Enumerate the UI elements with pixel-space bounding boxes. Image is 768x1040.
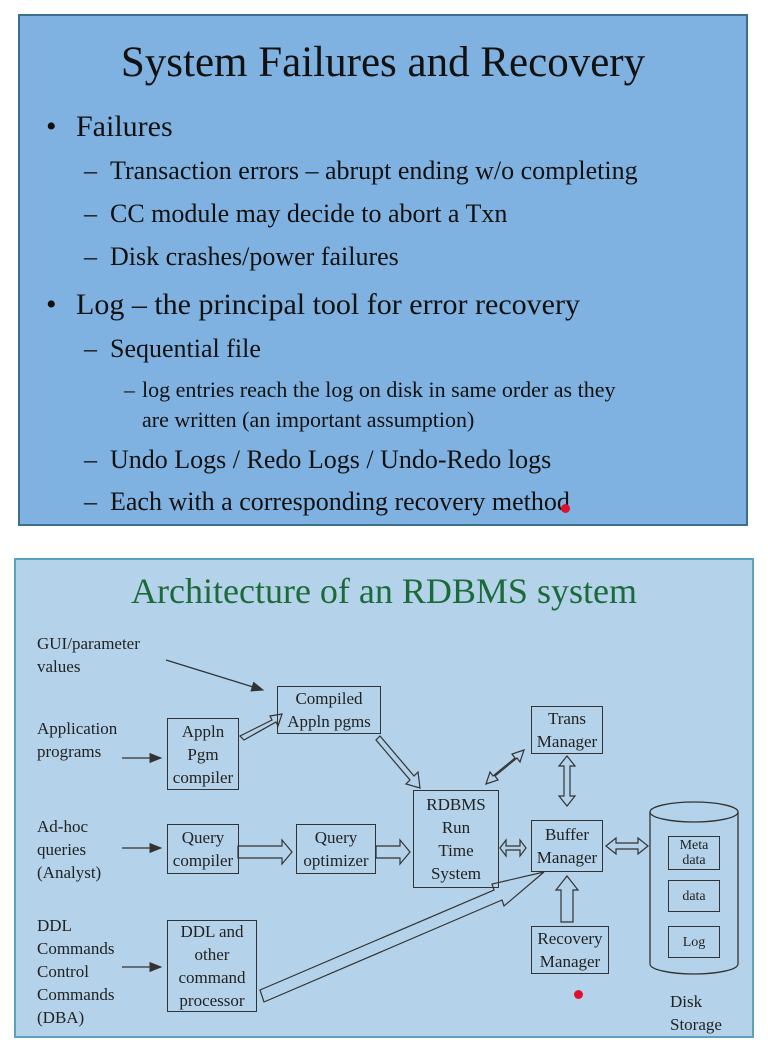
sub-sub-bullet-item: – log entries reach the log on disk in s… bbox=[124, 377, 615, 403]
dash-icon: – bbox=[84, 445, 97, 474]
bullet-text: Disk crashes/power failures bbox=[110, 242, 399, 271]
bullet-text: Each with a corresponding recovery metho… bbox=[110, 487, 570, 516]
hollow-arrow-recovery-to-buffer bbox=[554, 875, 580, 923]
disk-log: Log bbox=[668, 926, 720, 958]
sub-bullet-item: – CC module may decide to abort a Txn bbox=[84, 199, 507, 229]
dash-icon: – bbox=[84, 487, 97, 516]
dash-icon: – bbox=[124, 377, 135, 402]
bullet-text: log entries reach the log on disk in sam… bbox=[142, 377, 616, 402]
slide-title: Architecture of an RDBMS system bbox=[131, 571, 637, 611]
diagram-arrows bbox=[122, 659, 739, 1003]
bullet-text: Undo Logs / Redo Logs / Undo-Redo logs bbox=[110, 445, 552, 474]
bullet-text: Transaction errors – abrupt ending w/o c… bbox=[110, 156, 638, 185]
double-arrow-trans-buffer bbox=[557, 755, 577, 807]
laser-pointer-dot bbox=[561, 504, 570, 513]
bullet-icon: • bbox=[46, 288, 57, 321]
slide-title: System Failures and Recovery bbox=[120, 39, 646, 86]
disk-data: data bbox=[668, 880, 720, 912]
slide-system-failures: System Failures and Recovery • Failures … bbox=[18, 14, 748, 526]
sub-sub-bullet-continuation: are written (an important assumption) bbox=[142, 407, 474, 433]
sub-bullet-item: – Sequential file bbox=[84, 334, 261, 364]
bullet-text: are written (an important assumption) bbox=[142, 407, 475, 432]
bullet-text: Log – the principal tool for error recov… bbox=[76, 288, 580, 321]
bullet-item: • Failures bbox=[46, 110, 173, 144]
dash-icon: – bbox=[84, 242, 97, 271]
sub-bullet-item: – Transaction errors – abrupt ending w/o… bbox=[84, 156, 638, 186]
hollow-arrow-compiled-to-runtime bbox=[375, 735, 421, 789]
double-arrow-runtime-trans bbox=[485, 749, 525, 785]
dash-icon: – bbox=[84, 156, 97, 185]
double-arrow-buffer-disk bbox=[605, 836, 649, 856]
bullet-text: Failures bbox=[76, 110, 173, 143]
hollow-arrow-ddl-to-buffer bbox=[259, 871, 545, 1003]
disk-cylinder bbox=[649, 801, 739, 975]
sub-bullet-item: – Each with a corresponding recovery met… bbox=[84, 487, 570, 517]
hollow-arrow-optimizer-to-runtime bbox=[375, 838, 411, 866]
dash-icon: – bbox=[84, 334, 97, 363]
hollow-arrow-appln-to-compiled bbox=[238, 713, 283, 741]
double-arrow-runtime-buffer bbox=[499, 838, 527, 858]
hollow-arrow-compiler-to-optimizer bbox=[237, 838, 293, 866]
sub-bullet-item: – Disk crashes/power failures bbox=[84, 242, 399, 272]
dash-icon: – bbox=[84, 199, 97, 228]
arrow-gui-to-compiled bbox=[165, 659, 265, 692]
laser-pointer-dot bbox=[574, 990, 583, 999]
bullet-item: • Log – the principal tool for error rec… bbox=[46, 288, 580, 322]
bullet-text: Sequential file bbox=[110, 334, 261, 363]
sub-bullet-item: – Undo Logs / Redo Logs / Undo-Redo logs bbox=[84, 445, 551, 475]
bullet-text: CC module may decide to abort a Txn bbox=[110, 199, 508, 228]
slide-rdbms-architecture: Architecture of an RDBMS system bbox=[14, 558, 754, 1038]
bullet-icon: • bbox=[46, 110, 57, 143]
